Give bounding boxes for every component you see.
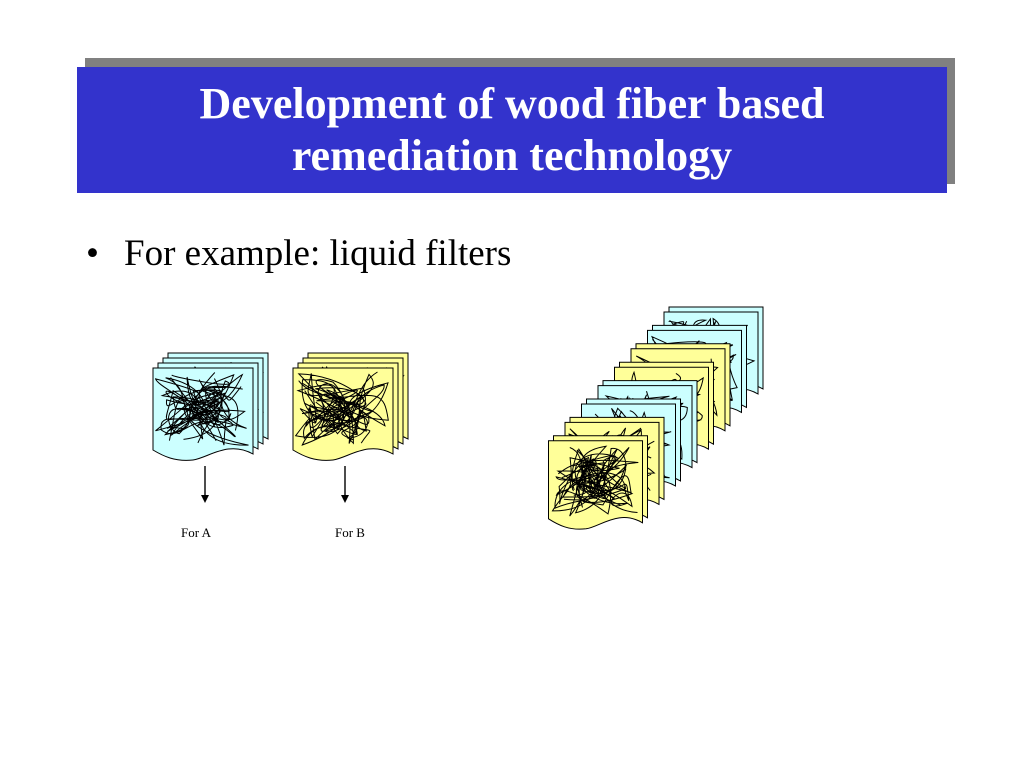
filter-a-stack: [152, 352, 269, 461]
combined-filter-stack: [548, 306, 764, 530]
slide-title: Development of wood fiber based remediat…: [199, 79, 825, 180]
bullet-item: • For example: liquid filters: [86, 232, 511, 275]
fiber-scribble: [155, 372, 249, 446]
bullet-marker: •: [86, 233, 99, 274]
filter-a-label: For A: [181, 525, 212, 540]
fiber-mesh: [155, 372, 249, 446]
title-box: Development of wood fiber based remediat…: [77, 67, 947, 193]
fiber-mesh: [551, 445, 639, 517]
bullet-text: For example: liquid filters: [124, 233, 512, 274]
filter-b-stack: [292, 352, 409, 461]
fiber-scribble: [295, 371, 389, 446]
filter-b-label: For B: [335, 525, 365, 540]
fiber-scribble: [551, 445, 639, 517]
arrow-a: [201, 466, 209, 503]
arrow-b: [341, 466, 349, 503]
fiber-mesh: [295, 371, 389, 446]
